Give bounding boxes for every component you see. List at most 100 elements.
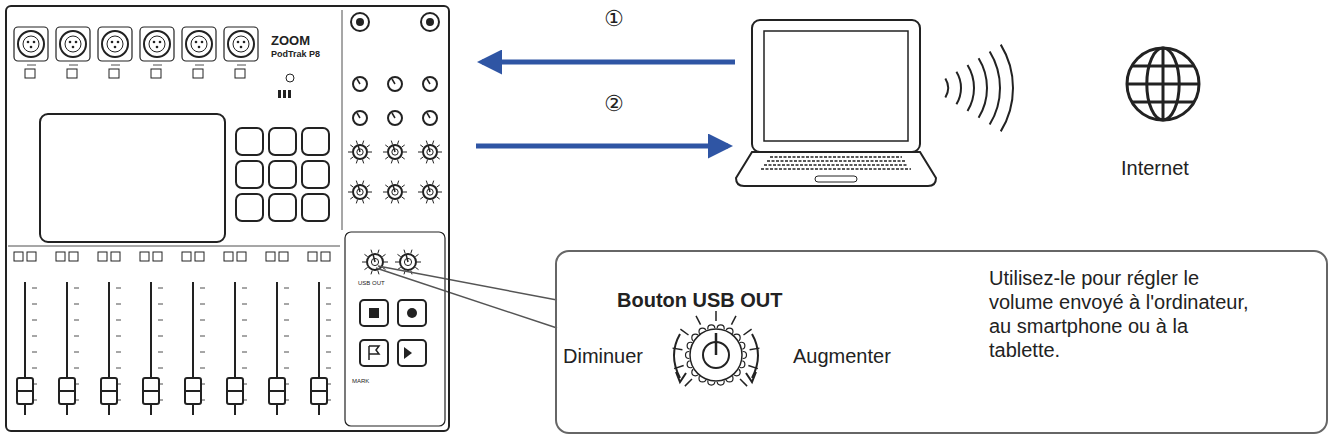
drawing-stroke (1132, 101, 1194, 104)
drawing-stroke (98, 27, 132, 61)
drawing-stroke (233, 36, 249, 52)
drawing-stroke (406, 254, 408, 262)
drawing-stroke (356, 181, 357, 185)
drawing-stroke (404, 347, 412, 359)
drawing-stroke (369, 308, 379, 318)
drawing-stroke (417, 262, 421, 263)
data-arrows (476, 62, 735, 146)
drawing-stroke (302, 128, 329, 155)
drawing-stroke (764, 31, 908, 141)
drawing-stroke (182, 27, 216, 61)
drawing-stroke (385, 197, 388, 199)
drawing-stroke (200, 288, 205, 289)
drawing-stroke (401, 157, 404, 159)
drawing-stroke (696, 316, 701, 325)
drawing-stroke (198, 46, 201, 49)
drawing-stroke (968, 65, 974, 111)
model-name: PodTrak P8 (271, 49, 320, 60)
drawing-stroke (326, 368, 331, 369)
drawing-stroke (356, 141, 357, 145)
drawing-stroke (369, 346, 379, 360)
drawing-stroke (69, 252, 78, 261)
drawing-stroke (158, 352, 163, 353)
drawing-stroke (350, 185, 353, 187)
drawing-stroke (395, 262, 399, 263)
drawing-stroke (674, 334, 680, 378)
drawing-stroke (426, 200, 427, 204)
mixer-illustration (8, 10, 445, 426)
drawing-stroke (476, 144, 728, 149)
drawing-stroke (151, 69, 161, 78)
drawing-stroke (397, 181, 398, 185)
drawing-stroke (116, 352, 121, 353)
drawing-stroke (143, 378, 159, 404)
drawing-stroke (153, 65, 162, 66)
drawing-stroke (371, 271, 372, 275)
drawing-stroke (242, 368, 247, 369)
drawing-stroke (286, 74, 294, 82)
drawing-stroke (158, 304, 163, 305)
drawing-stroke (116, 336, 121, 337)
drawing-stroke (158, 288, 163, 289)
drawing-stroke (116, 368, 121, 369)
drawing-stroke (348, 192, 352, 193)
internet-label: Internet (1121, 156, 1189, 180)
drawing-stroke (186, 31, 212, 57)
drawing-stroke (224, 252, 233, 261)
drawing-stroke (400, 254, 416, 270)
drawing-stroke (404, 250, 405, 254)
drawing-stroke (427, 113, 430, 118)
drawing-stroke (392, 79, 395, 84)
drawing-stroke (74, 352, 79, 353)
laptop-illustration (736, 20, 936, 186)
drawing-stroke (397, 141, 398, 145)
drawing-stroke (351, 13, 369, 31)
drawing-stroke (415, 254, 418, 256)
drawing-stroke (360, 300, 388, 326)
drawing-stroke (326, 352, 331, 353)
drawing-stroke (243, 41, 246, 44)
drawing-stroke (240, 46, 243, 49)
drawing-stroke (153, 41, 156, 44)
drawing-stroke (384, 262, 388, 263)
drawing-stroke (14, 252, 23, 261)
drawing-stroke (427, 79, 430, 84)
drawing-stroke (432, 160, 433, 164)
drawing-stroke (366, 197, 369, 199)
drawing-stroke (116, 304, 121, 305)
drawing-stroke (426, 18, 434, 26)
leader-lines (376, 266, 557, 328)
drawing-stroke (676, 372, 686, 382)
drawing-stroke (358, 145, 360, 152)
drawing-stroke (362, 160, 363, 164)
drawing-stroke (195, 41, 198, 44)
drawing-stroke (69, 65, 78, 66)
drawing-stroke (680, 329, 688, 335)
knob-title: Bouton USB OUT (617, 288, 783, 312)
drawing-stroke (269, 194, 296, 221)
drawing-stroke (101, 390, 117, 392)
drawing-stroke (376, 268, 557, 328)
drawing-stroke (59, 390, 75, 392)
drawing-stroke (1127, 83, 1199, 86)
drawing-stroke (32, 288, 37, 289)
drawing-stroke (1132, 65, 1194, 68)
drawing-stroke (284, 352, 289, 353)
drawing-stroke (149, 36, 165, 52)
drawing-stroke (227, 390, 243, 392)
drawing-stroke (432, 200, 433, 204)
drawing-stroke (101, 378, 117, 404)
drawing-stroke (193, 69, 203, 78)
drawing-stroke (17, 390, 33, 392)
mixer-device: ZOOMPodTrak P8 (5, 5, 450, 432)
drawing-stroke (746, 372, 756, 382)
drawing-stroke (689, 328, 743, 382)
drawing-stroke (158, 336, 163, 337)
drawing-stroke (1001, 45, 1013, 132)
drawing-stroke (767, 160, 905, 162)
drawing-stroke (345, 232, 445, 426)
drawing-stroke (770, 156, 902, 158)
drawing-stroke (420, 145, 423, 147)
drawing-stroke (378, 250, 379, 254)
drawing-stroke (33, 41, 36, 44)
